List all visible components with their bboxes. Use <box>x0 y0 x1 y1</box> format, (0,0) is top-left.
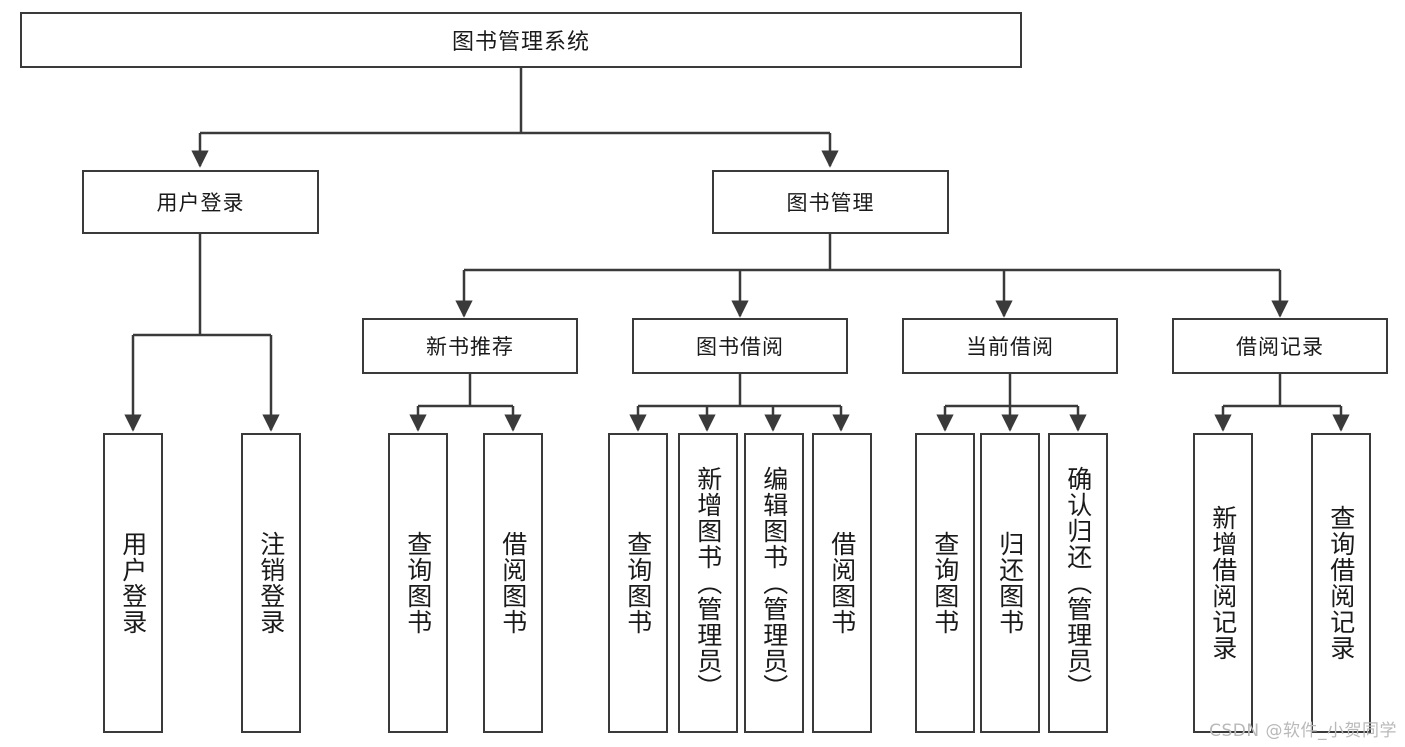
node-leaf-query-book-1-label: 查询图书 <box>403 531 433 635</box>
node-leaf-borrow-book-2[interactable]: 借阅图书 <box>812 433 872 733</box>
node-leaf-add-record-label: 新增借阅记录 <box>1208 505 1238 661</box>
node-leaf-user-login[interactable]: 用户登录 <box>103 433 163 733</box>
node-book-manage[interactable]: 图书管理 <box>712 170 949 234</box>
node-leaf-add-book[interactable]: 新增图书（管理员） <box>678 433 738 733</box>
node-leaf-query-book-2-label: 查询图书 <box>623 531 653 635</box>
node-leaf-query-record[interactable]: 查询借阅记录 <box>1311 433 1371 733</box>
node-leaf-logout[interactable]: 注销登录 <box>241 433 301 733</box>
node-user-login-label: 用户登录 <box>156 191 245 215</box>
node-leaf-add-book-label: 新增图书（管理员） <box>693 466 723 700</box>
node-current-borrow-label: 当前借阅 <box>966 335 1054 359</box>
node-leaf-query-record-label: 查询借阅记录 <box>1326 505 1356 661</box>
node-leaf-query-book-3[interactable]: 查询图书 <box>915 433 975 733</box>
node-borrow-record[interactable]: 借阅记录 <box>1172 318 1388 374</box>
node-leaf-edit-book-label: 编辑图书（管理员） <box>759 466 789 700</box>
node-leaf-borrow-book-2-label: 借阅图书 <box>827 531 857 635</box>
watermark: CSDN @软件_小贺同学 <box>1209 721 1397 741</box>
node-leaf-user-login-label: 用户登录 <box>118 531 148 635</box>
node-leaf-query-book-2[interactable]: 查询图书 <box>608 433 668 733</box>
node-leaf-confirm-return-label: 确认归还（管理员） <box>1063 466 1093 700</box>
node-book-manage-label: 图书管理 <box>786 191 875 215</box>
node-leaf-borrow-book-1-label: 借阅图书 <box>498 531 528 635</box>
node-leaf-add-record[interactable]: 新增借阅记录 <box>1193 433 1253 733</box>
node-leaf-return-book[interactable]: 归还图书 <box>980 433 1040 733</box>
node-book-borrow-label: 图书借阅 <box>696 335 784 359</box>
node-user-login[interactable]: 用户登录 <box>82 170 319 234</box>
node-leaf-return-book-label: 归还图书 <box>995 531 1025 635</box>
node-leaf-confirm-return[interactable]: 确认归还（管理员） <box>1048 433 1108 733</box>
node-new-book-rec[interactable]: 新书推荐 <box>362 318 578 374</box>
node-leaf-edit-book[interactable]: 编辑图书（管理员） <box>744 433 804 733</box>
node-root[interactable]: 图书管理系统 <box>20 12 1022 68</box>
node-new-book-rec-label: 新书推荐 <box>426 335 514 359</box>
node-book-borrow[interactable]: 图书借阅 <box>632 318 848 374</box>
node-leaf-borrow-book-1[interactable]: 借阅图书 <box>483 433 543 733</box>
node-root-label: 图书管理系统 <box>451 30 590 55</box>
node-borrow-record-label: 借阅记录 <box>1236 335 1324 359</box>
node-leaf-logout-label: 注销登录 <box>256 531 286 635</box>
node-leaf-query-book-1[interactable]: 查询图书 <box>388 433 448 733</box>
node-current-borrow[interactable]: 当前借阅 <box>902 318 1118 374</box>
node-leaf-query-book-3-label: 查询图书 <box>930 531 960 635</box>
